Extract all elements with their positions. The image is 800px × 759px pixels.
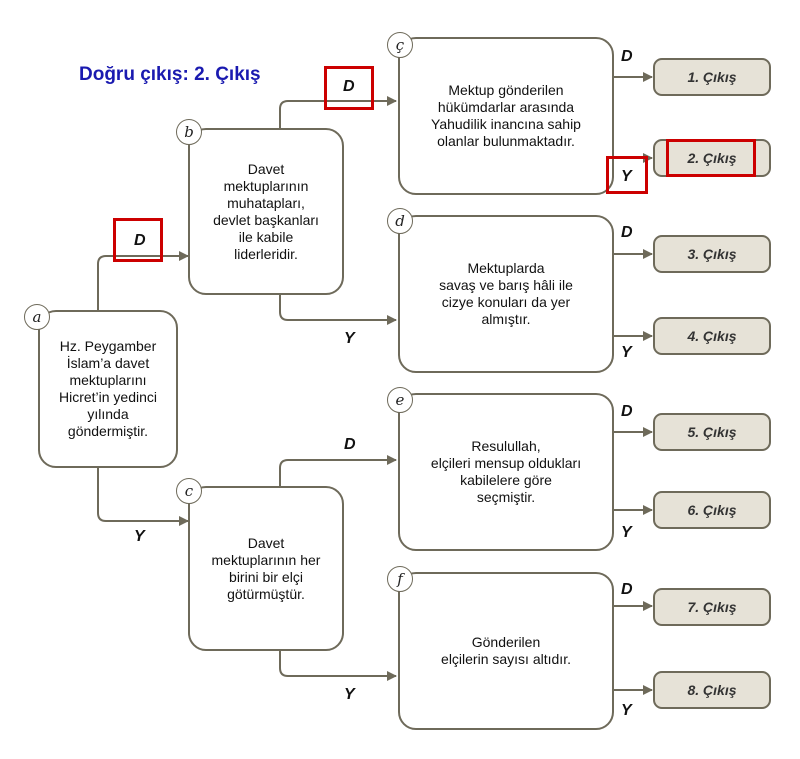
node-f-text: Gönderilen elçilerin sayısı altıdır.: [441, 634, 571, 667]
output-5: 5. Çıkış: [653, 413, 771, 451]
node-b-text: Davet mektuplarının muhatapları, devlet …: [213, 160, 319, 262]
node-cc-badge: ç: [387, 32, 413, 58]
highlight-a-yes: [113, 218, 163, 262]
node-cc: Mektup gönderilen hükümdarlar arasında Y…: [398, 37, 614, 195]
node-c: Davet mektuplarının her birini bir elçi …: [188, 486, 344, 651]
label-e-yes: D: [621, 403, 633, 420]
node-e-text: Resulullah, elçileri mensup oldukları ka…: [430, 438, 582, 505]
label-d-no: Y: [621, 344, 632, 361]
highlight-b-yes: [324, 66, 374, 110]
node-a-badge: a: [24, 304, 50, 330]
node-a-text: Hz. Peygamber İslam’a davet mektuplarını…: [58, 338, 158, 439]
label-f-no: Y: [621, 702, 632, 719]
label-a-no: Y: [134, 528, 145, 545]
edge-b-d: [279, 295, 397, 325]
node-c-text: Davet mektuplarının her birini bir elçi …: [211, 534, 321, 602]
edge-b-cc: [279, 96, 397, 128]
node-c-badge: c: [176, 478, 202, 504]
label-c-no: Y: [344, 686, 355, 703]
label-cc-no: Y: [621, 168, 632, 185]
node-d-badge: d: [387, 208, 413, 234]
label-e-no: Y: [621, 524, 632, 541]
label-d-yes: D: [621, 224, 633, 241]
output-2: 2. Çıkış: [653, 139, 771, 177]
edge-a-b: [97, 251, 189, 310]
output-7: 7. Çıkış: [653, 588, 771, 626]
node-d: Mektuplarda savaş ve barış hâli ile cizy…: [398, 215, 614, 373]
label-cc-yes: D: [621, 48, 633, 65]
output-4: 4. Çıkış: [653, 317, 771, 355]
node-e: Resulullah, elçileri mensup oldukları ka…: [398, 393, 614, 551]
node-f-badge: f: [387, 566, 413, 592]
highlight-cc-no: [606, 156, 648, 194]
node-d-text: Mektuplarda savaş ve barış hâli ile cizy…: [439, 260, 573, 327]
label-f-yes: D: [621, 581, 633, 598]
label-a-yes: D: [134, 232, 146, 249]
output-8: 8. Çıkış: [653, 671, 771, 709]
label-c-yes: D: [344, 436, 356, 453]
correct-exit-title: Doğru çıkış: 2. Çıkış: [79, 64, 261, 85]
label-b-no: Y: [344, 330, 355, 347]
node-e-badge: e: [387, 387, 413, 413]
node-cc-text: Mektup gönderilen hükümdarlar arasında Y…: [431, 82, 581, 149]
edge-c-f: [279, 651, 397, 681]
node-f: Gönderilen elçilerin sayısı altıdır.: [398, 572, 614, 730]
node-b: Davet mektuplarının muhatapları, devlet …: [188, 128, 344, 295]
output-3: 3. Çıkış: [653, 235, 771, 273]
output-1: 1. Çıkış: [653, 58, 771, 96]
node-a: Hz. Peygamber İslam’a davet mektuplarını…: [38, 310, 178, 468]
node-b-badge: b: [176, 119, 202, 145]
edge-a-c: [97, 468, 189, 526]
output-6: 6. Çıkış: [653, 491, 771, 529]
edge-c-e: [279, 455, 397, 486]
label-b-yes: D: [343, 78, 355, 95]
highlight-output-2: [666, 139, 756, 177]
